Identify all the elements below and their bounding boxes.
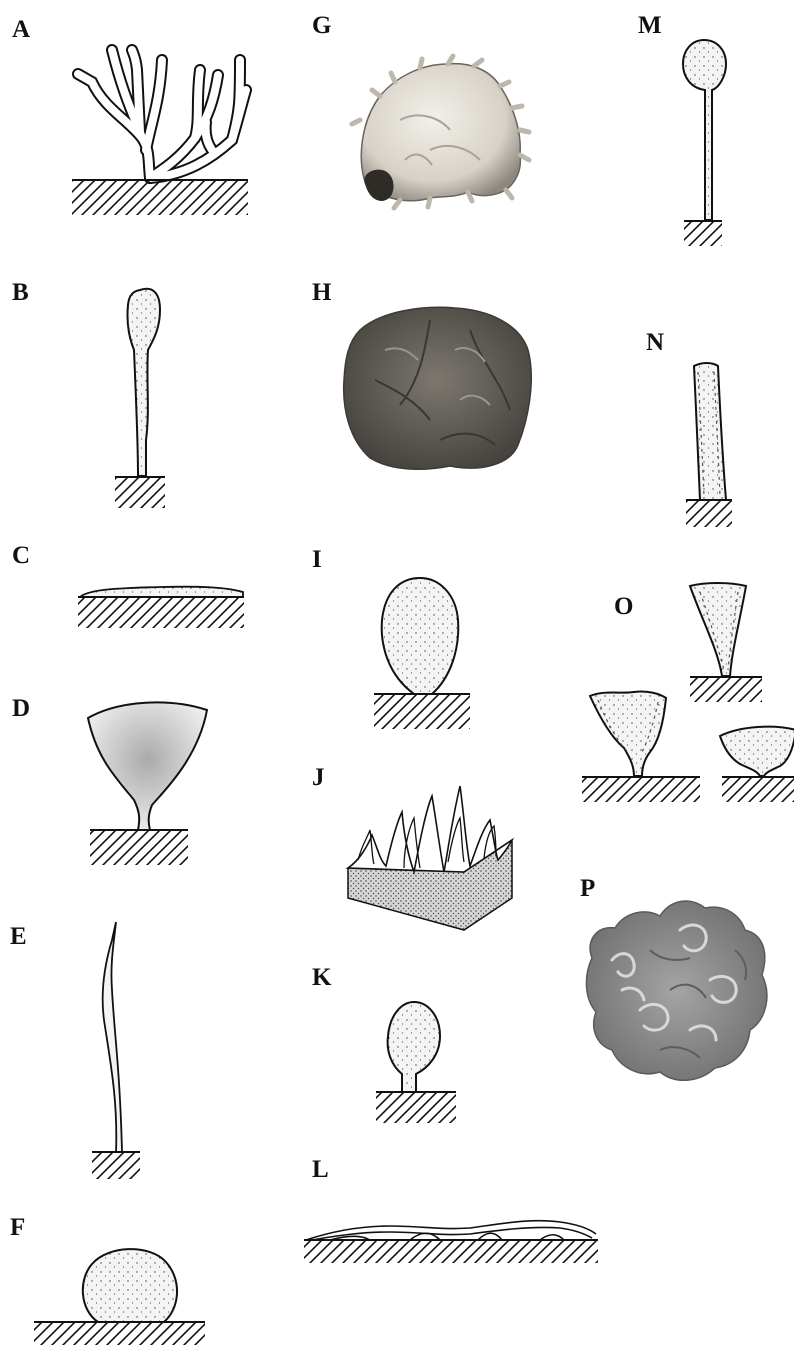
tubular-sponge-drawing (694, 363, 726, 500)
panel-label-j: J (312, 764, 325, 791)
panel-label-n: N (646, 329, 664, 356)
papillate-encrusting-drawing (348, 786, 512, 930)
panel-b: B (12, 279, 165, 508)
encrusting-crust-drawing (80, 587, 243, 597)
stalked-fan-drawing (88, 702, 207, 830)
panel-label-g: G (312, 12, 331, 39)
panel-label-h: H (312, 279, 332, 306)
substrate-hatching (78, 598, 244, 628)
short-stalked-globe-drawing (388, 1002, 440, 1092)
panel-label-k: K (312, 964, 332, 991)
massive-sponge-photo (344, 307, 532, 469)
substrate-hatching (304, 1241, 598, 1263)
substrate-hatching (374, 695, 470, 729)
substrate-hatching (686, 501, 732, 527)
panel-label-p: P (580, 875, 595, 902)
panel-label-l: L (312, 1156, 329, 1183)
panel-label-b: B (12, 279, 29, 306)
convoluted-sponge-photo (586, 901, 766, 1080)
panel-j: J (312, 764, 512, 930)
panel-l: L (304, 1156, 598, 1263)
long-stalked-ball-drawing (683, 40, 726, 220)
globular-sponge-photo (352, 56, 529, 208)
substrate-hatching (90, 831, 188, 865)
panel-o: O (582, 583, 794, 802)
panel-p: P (580, 875, 767, 1080)
substrate-hatching (115, 478, 165, 508)
panel-d: D (12, 695, 207, 865)
panel-label-c: C (12, 542, 30, 569)
sessile-ovoid-drawing (382, 578, 459, 694)
repent-tubular-drawing (306, 1221, 596, 1240)
substrate-hatching (92, 1153, 140, 1179)
panel-label-i: I (312, 546, 322, 573)
panel-label-f: F (10, 1214, 25, 1241)
panel-c: C (12, 542, 244, 628)
panel-i: I (312, 546, 470, 729)
panel-label-a: A (12, 16, 30, 43)
substrate-hatching (72, 181, 248, 215)
substrate-hatching (684, 222, 722, 246)
panel-label-e: E (10, 923, 27, 950)
panel-label-m: M (638, 12, 662, 39)
panel-a: A (12, 16, 248, 215)
massive-globular-drawing (83, 1249, 177, 1322)
substrate-hatching (376, 1093, 456, 1123)
branching-sponge-drawing (78, 50, 246, 178)
panel-f: F (10, 1214, 205, 1345)
panel-label-o: O (614, 593, 633, 620)
whip-sponge-drawing (103, 922, 122, 1152)
panel-k: K (312, 964, 456, 1123)
panel-m: M (638, 12, 726, 246)
panel-label-d: D (12, 695, 30, 722)
stalked-club-drawing (127, 289, 160, 476)
panel-g: G (312, 12, 529, 208)
panel-n: N (646, 329, 732, 527)
panel-h: H (312, 279, 531, 469)
panel-e: E (10, 922, 140, 1179)
substrate-hatching (34, 1323, 205, 1345)
